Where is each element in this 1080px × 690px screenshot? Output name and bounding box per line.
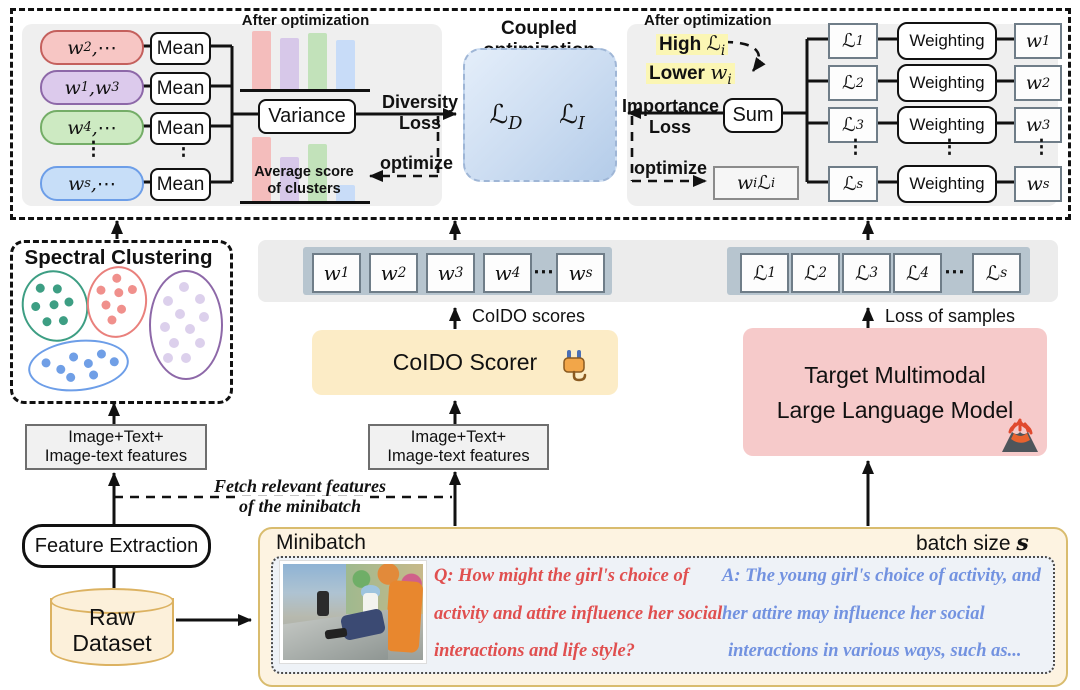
bar	[280, 157, 299, 201]
features-box-mid: Image+Text+Image-text features	[368, 424, 549, 470]
pill-ellipsis: ⋮	[84, 139, 103, 160]
after-optimization-title-right: After optimization	[644, 12, 772, 29]
mean-box-1: Mean	[150, 32, 211, 65]
sum-box: Sum	[723, 98, 783, 133]
after-optimization-title-left: After optimization	[241, 12, 370, 29]
bar	[336, 185, 355, 201]
minibatch-answer-line2: her attire may influence her social	[722, 604, 985, 624]
mean-box-2: Mean	[150, 72, 211, 105]
target-mllm-box: Target Multimodal Large Language Model	[743, 328, 1047, 456]
mllm-line2: Large Language Model	[776, 397, 1014, 423]
weighting-box-s: Weighting	[897, 165, 997, 203]
bar	[252, 31, 271, 89]
bar	[280, 38, 299, 89]
coido-scorer-label: CoIDO Scorer	[392, 349, 538, 375]
after-optimization-chart	[240, 28, 370, 92]
feature-extraction-box: Feature Extraction	[22, 524, 211, 568]
minibatch-question-line3: interactions and life style?	[434, 641, 635, 661]
chart-baseline	[240, 89, 370, 92]
minibatch-title: Minibatch	[276, 531, 366, 554]
bar	[336, 40, 355, 89]
band-l-ellipsis: ⋯	[944, 260, 965, 283]
coupled-optimization-box	[463, 48, 617, 182]
bar	[308, 144, 327, 201]
mean-box-4: Mean	[150, 168, 211, 201]
diversity-loss-symbol: ℒD	[489, 100, 523, 135]
band-w-ellipsis: ⋯	[533, 260, 554, 283]
minibatch-question-line1: Q: How might the girl's choice of	[434, 566, 689, 586]
minibatch-answer-line3: interactions in various ways, such as...	[728, 641, 1022, 661]
weight-col-ellipsis: ⋮	[1032, 137, 1051, 158]
weighting-box-3: Weighting	[897, 106, 997, 144]
plug-icon	[563, 350, 587, 382]
loss-col-ellipsis: ⋮	[846, 137, 865, 158]
optimization-dashed-frame	[10, 8, 1071, 220]
importance-loss-symbol: ℒI	[559, 100, 585, 135]
lower-weight-note: Lower wi	[646, 60, 735, 88]
optimize-label-left: optimize	[380, 153, 454, 173]
variance-box: Variance	[258, 99, 356, 134]
weighting-box-2: Weighting	[897, 64, 997, 102]
spectral-clustering-title: Spectral Clustering	[24, 246, 213, 269]
optimize-label-right: optimize	[634, 158, 708, 178]
weighting-col-ellipsis: ⋮	[940, 137, 959, 158]
features-box-left: Image+Text+Image-text features	[25, 424, 207, 470]
high-loss-note: High ℒi	[656, 31, 729, 59]
minibatch-photo	[280, 561, 426, 663]
chart-baseline	[240, 201, 370, 204]
minibatch-question-line2: activity and attire influence her social	[434, 604, 723, 624]
mean-ellipsis: ⋮	[174, 139, 193, 160]
mean-box-3: Mean	[150, 112, 211, 145]
batch-size-label: batch size s	[916, 530, 1029, 556]
volcano-icon	[1002, 418, 1038, 452]
mllm-line1: Target Multimodal	[804, 362, 986, 388]
loss-of-samples-caption: Loss of samples	[885, 306, 1016, 326]
cluster-ellipse-purple	[149, 270, 223, 380]
weighting-box-1: Weighting	[897, 22, 997, 60]
bar	[308, 33, 327, 89]
coido-scores-caption: CoIDO scores	[472, 306, 586, 326]
minibatch-answer-line1: A: The young girl's choice of activity, …	[722, 566, 1041, 586]
